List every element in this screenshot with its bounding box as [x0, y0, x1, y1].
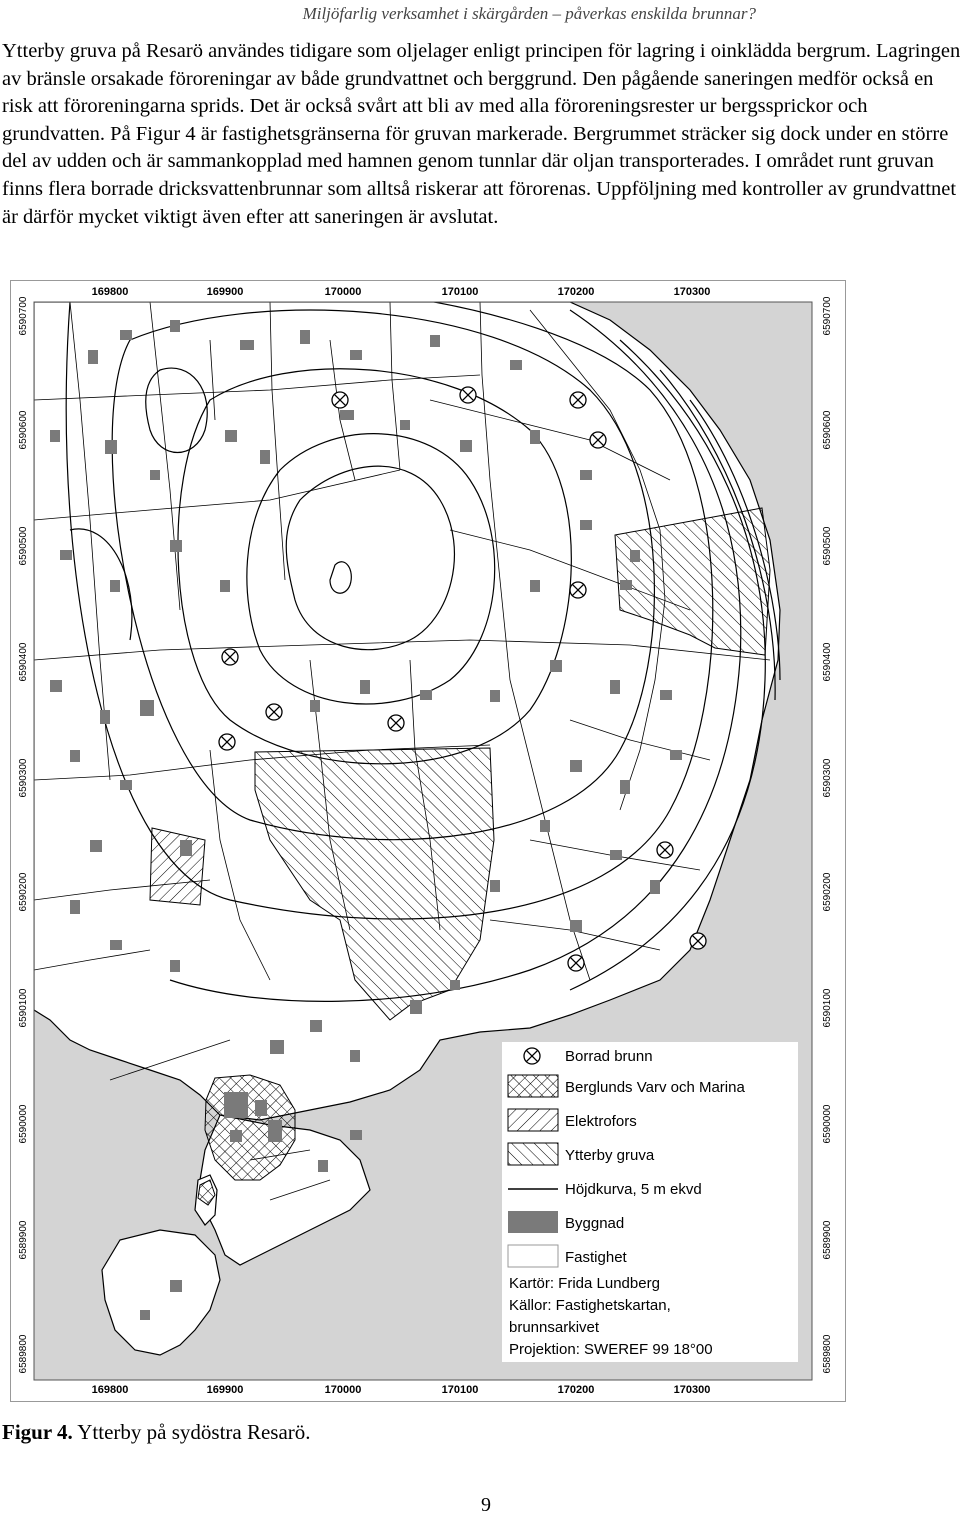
y-tick-label: 6590500 [822, 526, 833, 565]
x-tick-label: 170200 [558, 1384, 595, 1396]
figure-caption: Figur 4. Ytterby på sydöstra Resarö. [2, 1420, 311, 1445]
y-axis-right: 6590700 6590600 6590500 6590400 6590300 … [822, 296, 833, 1373]
caption-label: Figur 4. [2, 1420, 73, 1444]
y-tick-label: 6590400 [18, 642, 29, 681]
well-icon [218, 733, 236, 751]
y-tick-label: 6590700 [18, 296, 29, 335]
x-tick-label: 170100 [442, 1384, 479, 1396]
y-tick-label: 6590600 [18, 410, 29, 449]
map-inner-frame [33, 301, 813, 1381]
legend-label-property: Fastighet [565, 1249, 628, 1266]
legend-label-building: Byggnad [565, 1215, 624, 1232]
legend-label-marina: Berglunds Varv och Marina [565, 1079, 745, 1096]
well-icon [656, 841, 674, 859]
map-credit-line: brunnsarkivet [509, 1319, 600, 1336]
well-icon [221, 648, 239, 666]
y-tick-label: 6589900 [822, 1220, 833, 1259]
y-tick-label: 6590200 [822, 872, 833, 911]
y-tick-label: 6590500 [18, 526, 29, 565]
well-icon [567, 954, 585, 972]
y-tick-label: 6590700 [822, 296, 833, 335]
map-figure: 169800 169900 170000 170100 170200 17030… [10, 280, 846, 1402]
x-tick-label: 170200 [558, 286, 595, 298]
well-icon [569, 391, 587, 409]
legend-mine-swatch [507, 1142, 559, 1166]
y-tick-label: 6590300 [822, 758, 833, 797]
y-tick-label: 6590300 [18, 758, 29, 797]
x-tick-label: 170300 [674, 1384, 711, 1396]
drilled-wells [218, 386, 707, 972]
x-tick-label: 170000 [325, 286, 362, 298]
x-axis-bottom: 169800 169900 170000 170100 170200 17030… [92, 1384, 711, 1396]
x-tick-label: 169900 [207, 286, 244, 298]
x-tick-label: 169900 [207, 1384, 244, 1396]
legend-elektrofors-swatch [507, 1108, 559, 1132]
map-credit-line: Kartör: Frida Lundberg [509, 1275, 660, 1292]
well-icon [459, 386, 477, 404]
well-icon [589, 431, 607, 449]
buildings [50, 320, 682, 1320]
y-tick-label: 6590600 [822, 410, 833, 449]
legend-well-icon [523, 1047, 541, 1065]
y-tick-label: 6589800 [822, 1334, 833, 1373]
x-tick-label: 169800 [92, 1384, 129, 1396]
well-icon [387, 714, 405, 732]
island-large [101, 1229, 221, 1356]
y-tick-label: 6590000 [18, 1104, 29, 1143]
area-elektrofors [149, 827, 206, 906]
body-paragraph: Ytterby gruva på Resarö användes tidigar… [2, 40, 960, 228]
legend-label-contour: Höjdkurva, 5 m ekvd [565, 1181, 702, 1198]
x-tick-label: 169800 [92, 286, 129, 298]
well-icon [265, 703, 283, 721]
x-tick-label: 170300 [674, 286, 711, 298]
y-tick-label: 6590100 [822, 988, 833, 1027]
running-header: Miljöfarlig verksamhet i skärgården – på… [302, 4, 756, 23]
area-ytterby-gruva [254, 747, 495, 1021]
map-legend: Borrad brunn Berglunds Varv och Marina E… [502, 1042, 798, 1362]
area-ytterby-gruva-east [614, 507, 771, 656]
page-number: 9 [481, 1494, 491, 1516]
area-small-island-hatch [197, 1179, 216, 1206]
x-tick-label: 170000 [325, 1384, 362, 1396]
x-tick-label: 170100 [442, 286, 479, 298]
legend-label-elektrofors: Elektrofors [565, 1113, 637, 1130]
legend-label-well: Borrad brunn [565, 1048, 653, 1065]
well-icon [331, 391, 349, 409]
well-icon [689, 932, 707, 950]
y-tick-label: 6589800 [18, 1334, 29, 1373]
x-axis-top: 169800 169900 170000 170100 170200 17030… [92, 286, 711, 298]
y-tick-label: 6590100 [18, 988, 29, 1027]
y-tick-label: 6590200 [18, 872, 29, 911]
map-credit-line: Projektion: SWEREF 99 18°00 [509, 1341, 713, 1358]
legend-marina-swatch [507, 1074, 559, 1098]
legend-building-swatch [508, 1211, 558, 1233]
well-icon [569, 581, 587, 599]
legend-property-swatch [507, 1244, 559, 1268]
y-axis-left: 6590700 6590600 6590500 6590400 6590300 … [18, 296, 29, 1373]
legend-label-mine: Ytterby gruva [565, 1147, 655, 1164]
y-tick-label: 6590400 [822, 642, 833, 681]
y-tick-label: 6589900 [18, 1220, 29, 1259]
y-tick-label: 6590000 [822, 1104, 833, 1143]
map-credit-line: Källor: Fastighetskartan, [509, 1297, 671, 1314]
caption-text: Ytterby på sydöstra Resarö. [72, 1420, 311, 1444]
